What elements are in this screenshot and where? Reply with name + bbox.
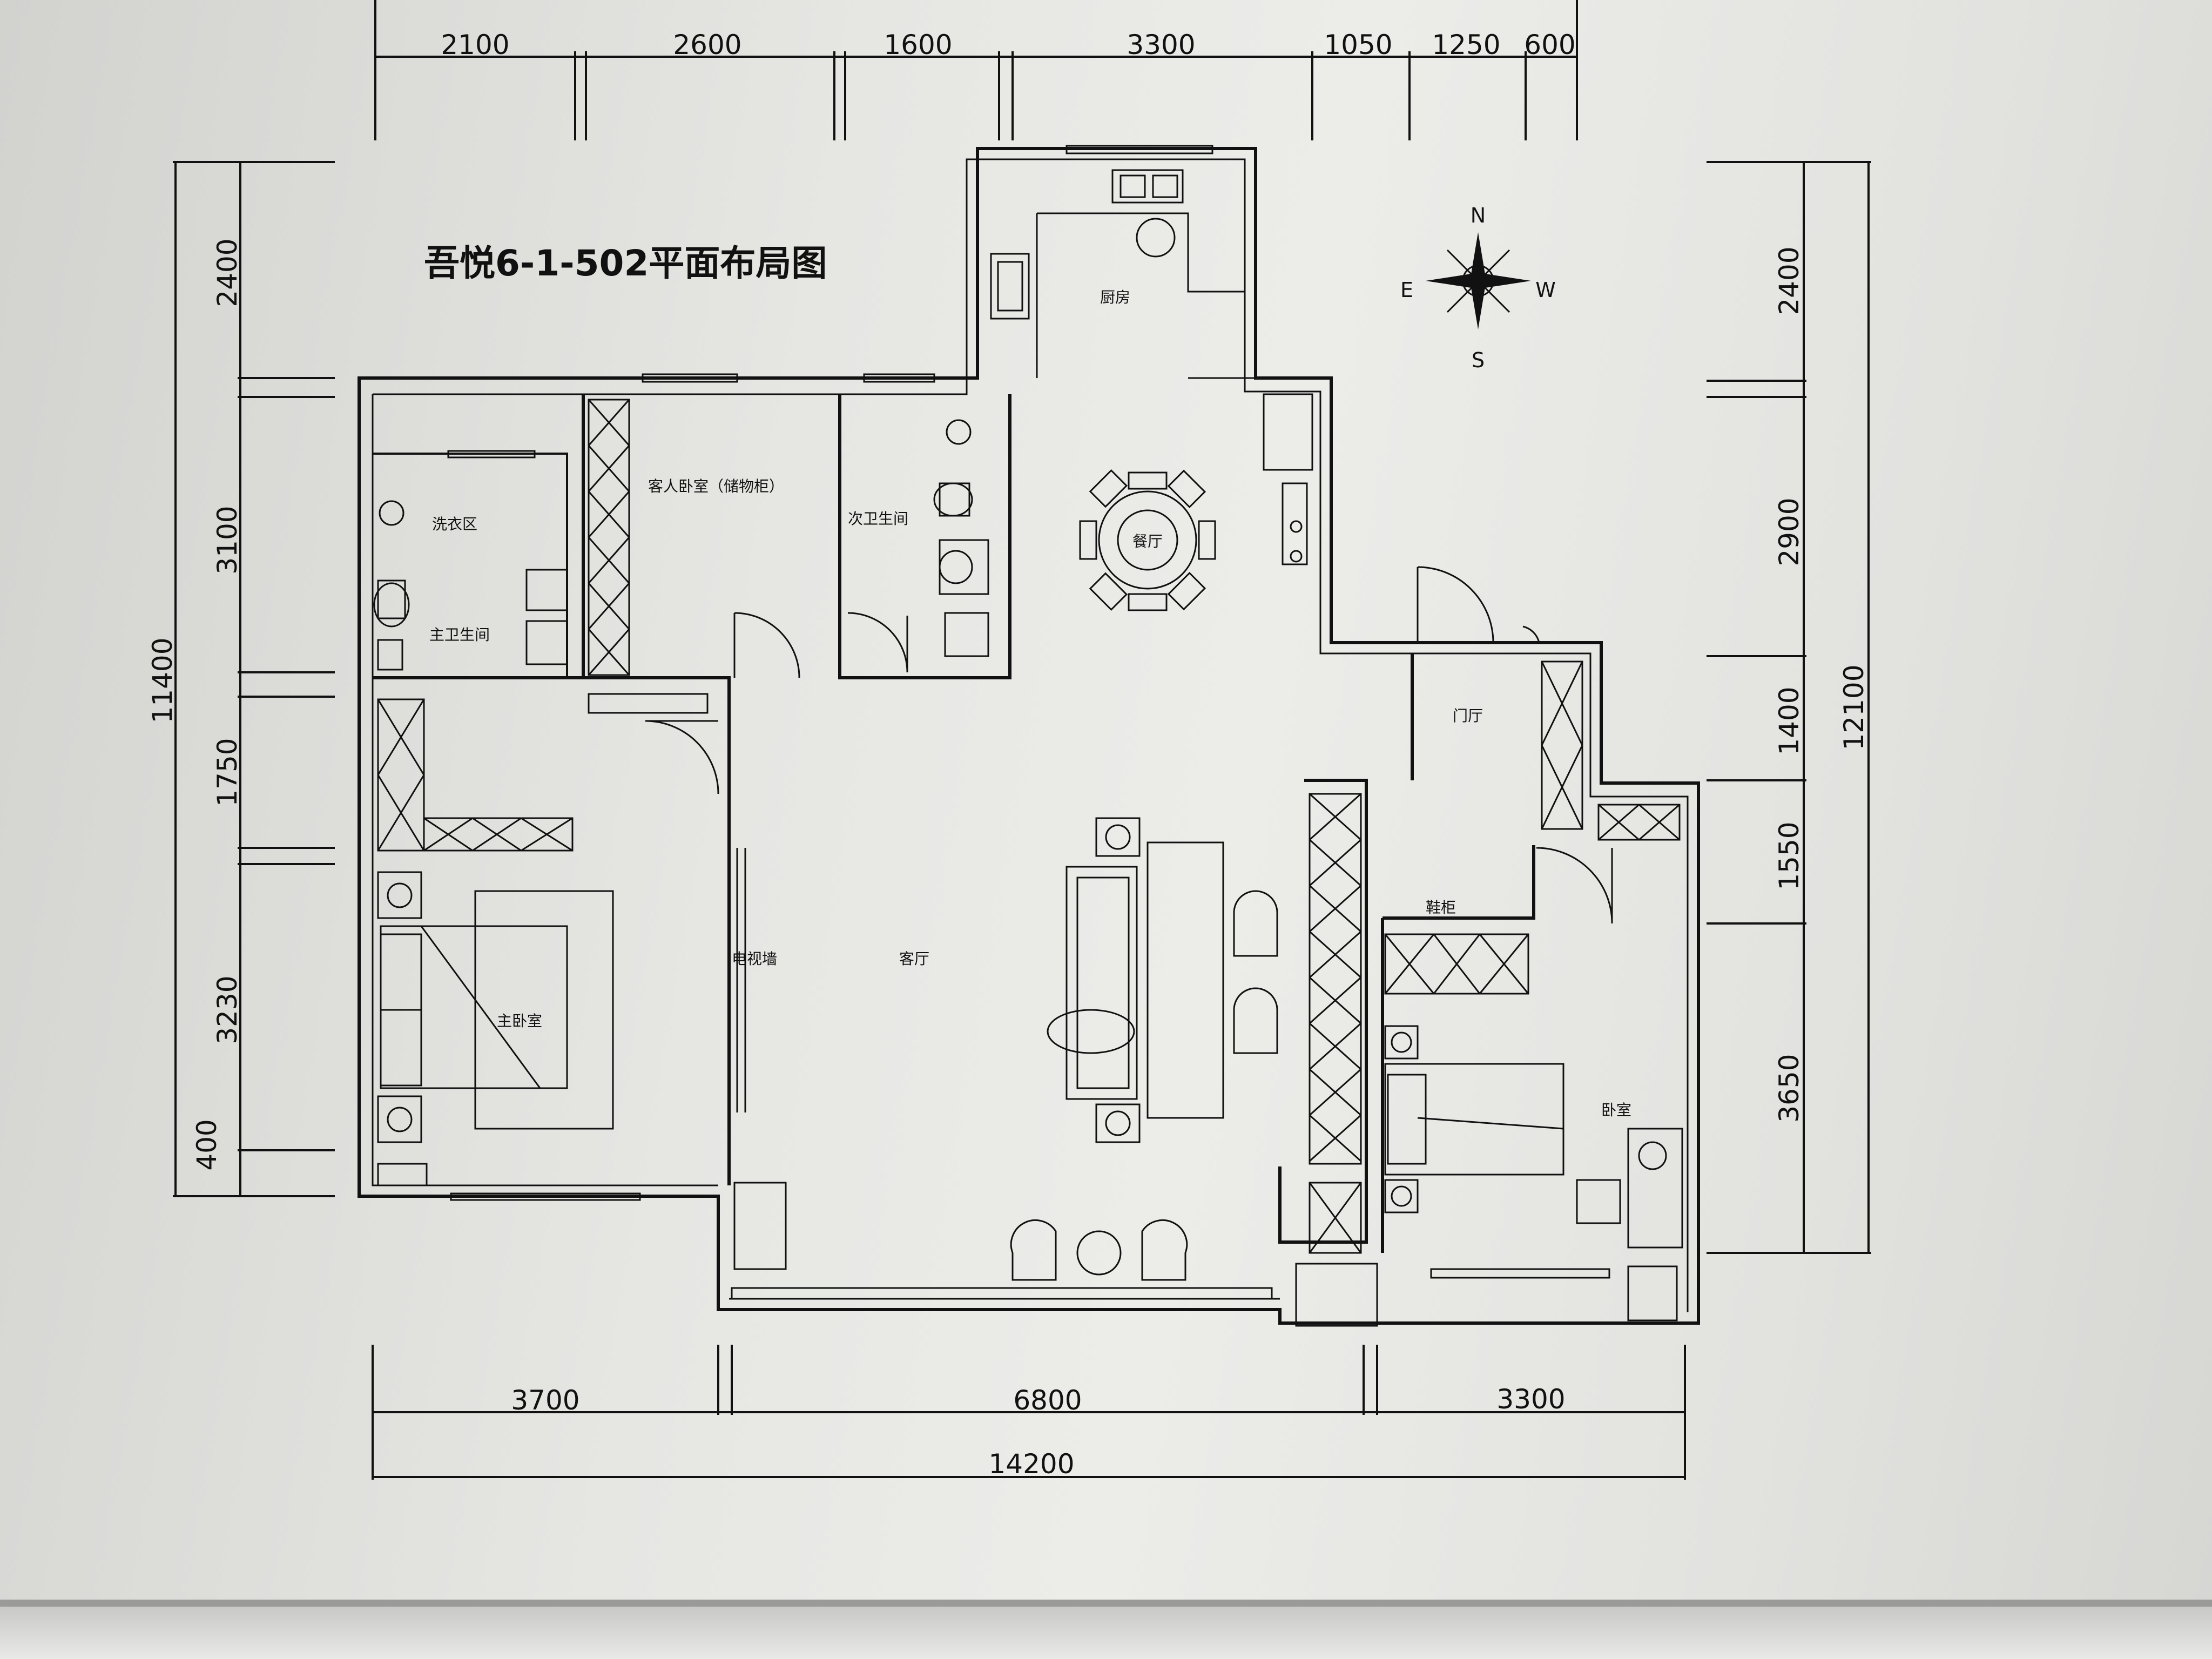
label-kitchen: 厨房	[1100, 288, 1130, 306]
dim-top-6: 600	[1524, 29, 1575, 60]
monitor-bezel-edge	[0, 1600, 2212, 1607]
dim-top-2: 1600	[884, 29, 952, 60]
dim-right-2: 1400	[1773, 686, 1805, 755]
compass-w: W	[1535, 278, 1556, 302]
plan-title: 吾悦6-1-502平面布局图	[424, 242, 827, 284]
label-master-bedroom: 主卧室	[497, 1012, 542, 1030]
dim-bottom-2: 3300	[1496, 1384, 1565, 1415]
dimension-bottom	[372, 1345, 1686, 1480]
label-foyer: 门厅	[1453, 707, 1483, 725]
compass-n: N	[1471, 204, 1486, 227]
dim-left-4: 400	[191, 1119, 222, 1170]
dim-left-3: 3230	[212, 975, 243, 1044]
dim-top-1: 2600	[673, 29, 741, 60]
dimension-top	[374, 0, 1578, 140]
dim-left-total: 11400	[147, 637, 178, 723]
cabinets	[377, 399, 1681, 1254]
dim-top-5: 1250	[1432, 29, 1500, 60]
dimension-left	[173, 161, 335, 1197]
bedroom-furniture	[1295, 1025, 1683, 1327]
dim-bottom-0: 3700	[511, 1385, 579, 1416]
master-bedroom-furniture	[377, 871, 614, 1186]
dim-bottom-1: 6800	[1013, 1385, 1082, 1416]
dim-top-0: 2100	[441, 29, 509, 60]
kitchen-fixtures	[990, 169, 1313, 565]
living-furniture	[733, 817, 1278, 1281]
dimension-right	[1707, 161, 1871, 1254]
compass-s: S	[1472, 348, 1485, 372]
dim-left-2: 1750	[212, 738, 243, 806]
dim-right-4: 3650	[1773, 1054, 1805, 1122]
dim-left-1: 3100	[212, 505, 243, 574]
dim-right-3: 1550	[1773, 821, 1805, 890]
dim-right-1: 2900	[1773, 497, 1805, 566]
label-guest-bedroom: 客人卧室（储物柜）	[648, 477, 784, 495]
dim-right-0: 2400	[1773, 246, 1805, 315]
label-second-bath: 次卫生间	[848, 510, 908, 528]
dim-right-total: 12100	[1838, 664, 1870, 750]
label-tv-wall: 电视墙	[732, 950, 777, 968]
label-living: 客厅	[899, 950, 929, 968]
dim-bottom-total: 14200	[988, 1448, 1074, 1480]
windows	[447, 145, 1610, 1300]
label-dining: 餐厅	[1132, 532, 1163, 550]
dim-top-4: 1050	[1324, 29, 1392, 60]
doors	[645, 566, 1613, 924]
monitor-bezel	[0, 1607, 2212, 1659]
dim-top-3: 3300	[1127, 29, 1195, 60]
compass-icon	[1426, 232, 1531, 329]
walls	[358, 147, 1700, 1325]
label-master-bath: 主卫生间	[429, 626, 490, 644]
label-shoe-cabinet: 鞋柜	[1426, 899, 1456, 916]
bath-fixtures	[373, 419, 989, 671]
dim-left-0: 2400	[212, 238, 243, 307]
compass-e: E	[1400, 278, 1413, 302]
dining-table	[1079, 469, 1216, 611]
label-laundry: 洗衣区	[432, 515, 477, 533]
label-bedroom: 卧室	[1601, 1101, 1631, 1119]
